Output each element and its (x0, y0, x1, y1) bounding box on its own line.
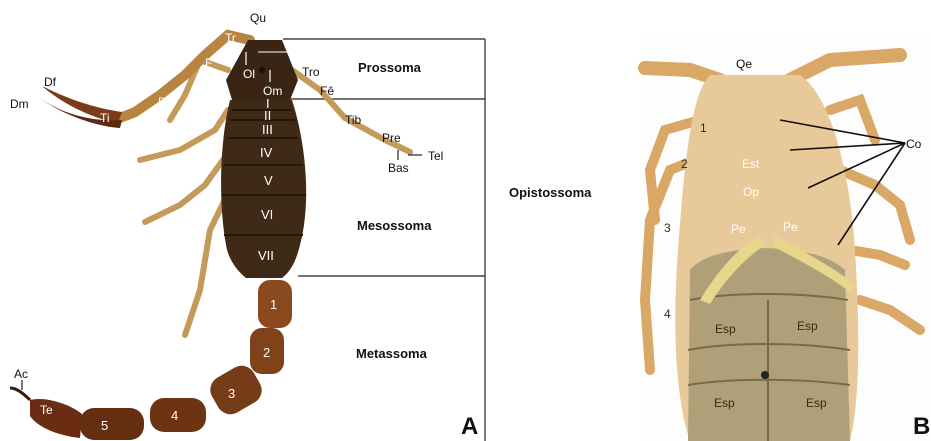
label-ac: Ac (14, 367, 28, 381)
region-prossoma: Prossoma (358, 60, 422, 75)
label-tib: Tib (345, 113, 362, 127)
label-fe: Fê (320, 84, 334, 98)
label-qe: Qe (736, 57, 752, 71)
label-pe-left: Pe (731, 222, 746, 236)
label-te: Te (40, 403, 53, 417)
label-est: Est (742, 157, 760, 171)
label-ti: Ti (100, 111, 110, 125)
leg-number-4: 4 (664, 307, 671, 321)
leg-number-2: 2 (681, 157, 688, 171)
metasoma-seg-2: 2 (263, 345, 270, 360)
label-ol: Ol (243, 67, 255, 81)
panel-b: Opistossoma (509, 38, 931, 441)
mesosoma-seg-6: VI (261, 207, 273, 222)
label-f: F (205, 56, 212, 70)
metasoma-seg-3: 3 (228, 386, 235, 401)
label-tr: Tr (225, 31, 236, 45)
panel-a: Prossoma Mesossoma Metassoma Qu Tr F Ol … (10, 11, 485, 441)
label-tel: Tel (428, 149, 443, 163)
region-boxes (283, 39, 485, 441)
label-co: Co (906, 137, 922, 151)
leg-number-3: 3 (664, 221, 671, 235)
label-esp-2: Esp (797, 319, 818, 333)
metasoma-seg-4: 4 (171, 408, 178, 423)
region-metassoma: Metassoma (356, 346, 428, 361)
mesosoma-seg-5: V (264, 173, 273, 188)
label-pt: Pt (158, 95, 170, 109)
label-df: Df (44, 75, 57, 89)
label-esp-1: Esp (715, 322, 736, 336)
label-esp-3: Esp (714, 396, 735, 410)
label-dm: Dm (10, 97, 29, 111)
mesosoma-seg-7: VII (258, 248, 274, 263)
label-pe-right: Pe (783, 220, 798, 234)
region-mesossoma: Mesossoma (357, 218, 432, 233)
panel-a-letter: A (461, 413, 478, 440)
label-qu: Qu (250, 11, 266, 25)
label-op: Op (743, 185, 759, 199)
mesosoma-seg-2: II (264, 108, 271, 123)
label-tro: Tro (302, 65, 320, 79)
leg-number-1: 1 (700, 121, 707, 135)
metasoma-seg-1: 1 (270, 297, 277, 312)
mesosoma-seg-3: III (262, 122, 273, 137)
label-esp-4: Esp (806, 396, 827, 410)
mesosoma-seg-4: IV (260, 145, 273, 160)
spiracle-dot (761, 371, 769, 379)
label-pre: Pre (382, 131, 401, 145)
panel-b-letter: B (913, 413, 930, 440)
metasoma-seg-5: 5 (101, 418, 108, 433)
region-opistossoma: Opistossoma (509, 185, 592, 200)
label-bas: Bas (388, 161, 409, 175)
pedipalp (40, 35, 250, 128)
